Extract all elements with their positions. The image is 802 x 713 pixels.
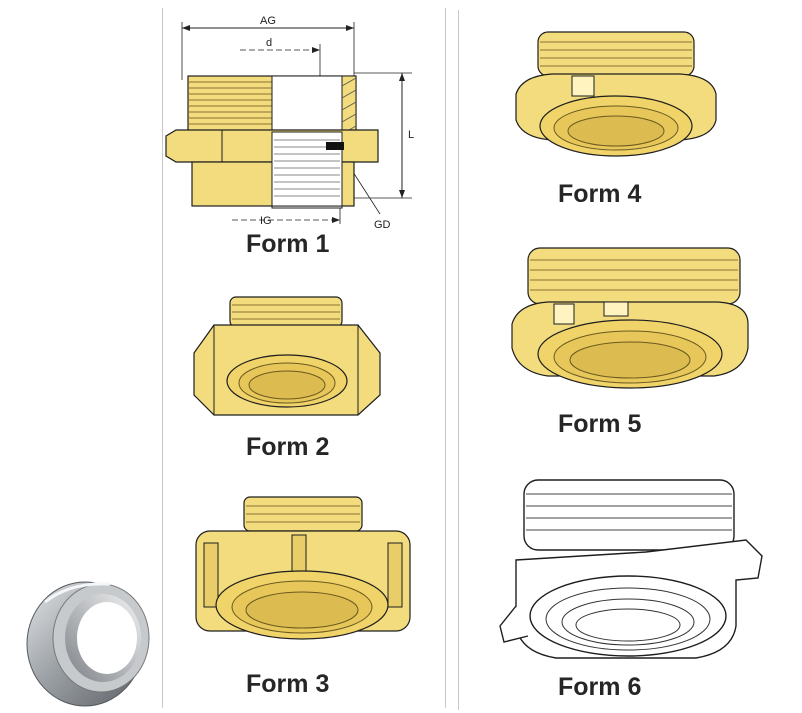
steel-ring-photo (26, 581, 150, 707)
form4-drawing (515, 31, 717, 157)
form2-drawing (193, 296, 381, 416)
form6-caption: Form 6 (558, 673, 642, 701)
form2-caption: Form 2 (246, 433, 330, 461)
dim-l-label: L (408, 129, 414, 141)
dim-ig-label: IG (260, 215, 272, 227)
form4-caption: Form 4 (558, 180, 642, 208)
form1-caption: Form 1 (246, 230, 330, 258)
form3-caption: Form 3 (246, 670, 330, 698)
form6-drawing (499, 479, 763, 659)
form5-caption: Form 5 (558, 410, 642, 438)
dim-ag-label: AG (260, 15, 276, 27)
form1-drawing: AG d L IG GD (165, 15, 414, 231)
dim-gd-label: GD (374, 219, 391, 231)
form5-drawing (511, 247, 749, 389)
form3-drawing (195, 496, 411, 640)
dim-d-label: d (266, 37, 272, 49)
